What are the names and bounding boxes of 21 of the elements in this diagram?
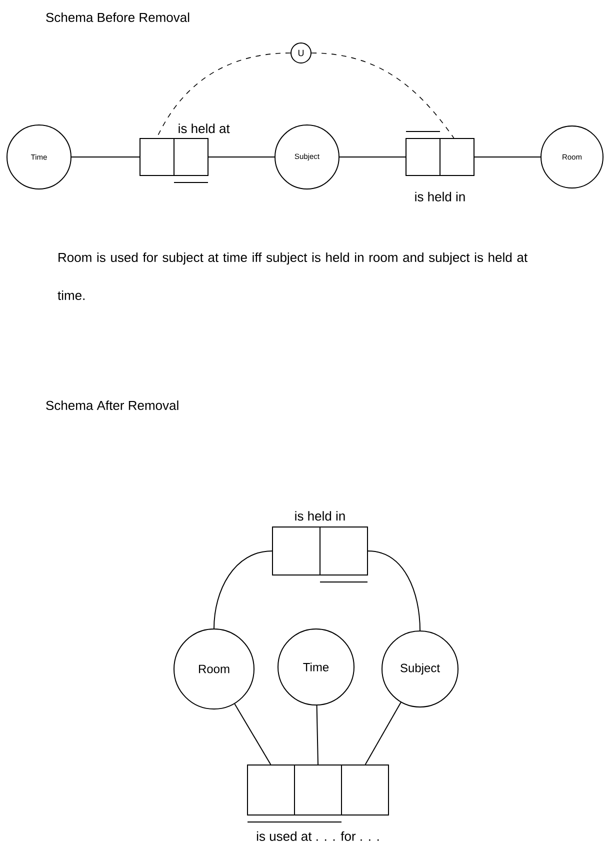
fact-type-box: is held in xyxy=(272,511,368,582)
constraint-line xyxy=(311,52,454,138)
connector-line xyxy=(214,550,272,629)
heading: Schema Before Removal xyxy=(46,12,190,22)
rule-text: Room is used for subject at time iff subject is held in room and subject is held at time. xyxy=(58,252,528,300)
node-label: is held in xyxy=(295,511,345,521)
connector-line xyxy=(368,550,420,631)
heading: Schema After Removal xyxy=(46,400,178,410)
connector-line xyxy=(208,156,275,158)
node-label: is held in xyxy=(415,192,465,202)
fact-type-box: is held at xyxy=(140,124,230,183)
node-label: is used at . . . for . . . xyxy=(256,831,379,841)
connector-line xyxy=(364,702,402,765)
connector-line xyxy=(234,703,272,765)
connector-line xyxy=(339,156,406,158)
connector-line xyxy=(474,156,541,158)
fact-type-box: is used at . . . for . . . xyxy=(247,764,389,841)
node-label: is held at xyxy=(178,124,230,134)
connector-line xyxy=(316,705,318,765)
fact-type-box: is held in xyxy=(406,131,474,202)
connector-line xyxy=(71,156,140,158)
